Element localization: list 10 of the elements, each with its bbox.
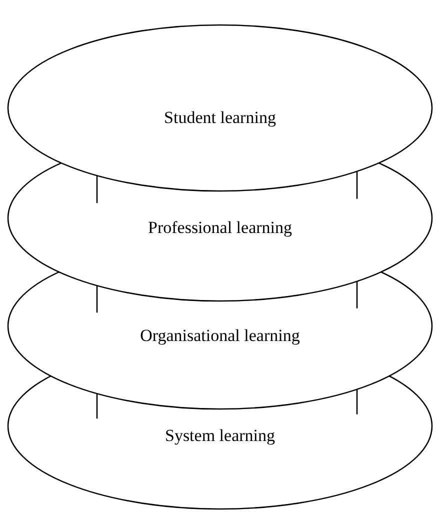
- connector-line: [356, 389, 358, 414]
- layer-label: System learning: [164, 426, 275, 446]
- layer-label: Student learning: [164, 108, 276, 128]
- layer-label: Professional learning: [148, 218, 292, 238]
- connector-line: [96, 394, 98, 419]
- connector-line: [96, 286, 98, 313]
- layer-label: Organisational learning: [140, 326, 300, 346]
- connector-line: [96, 176, 98, 204]
- connector-line: [356, 171, 358, 199]
- connector-line: [356, 281, 358, 308]
